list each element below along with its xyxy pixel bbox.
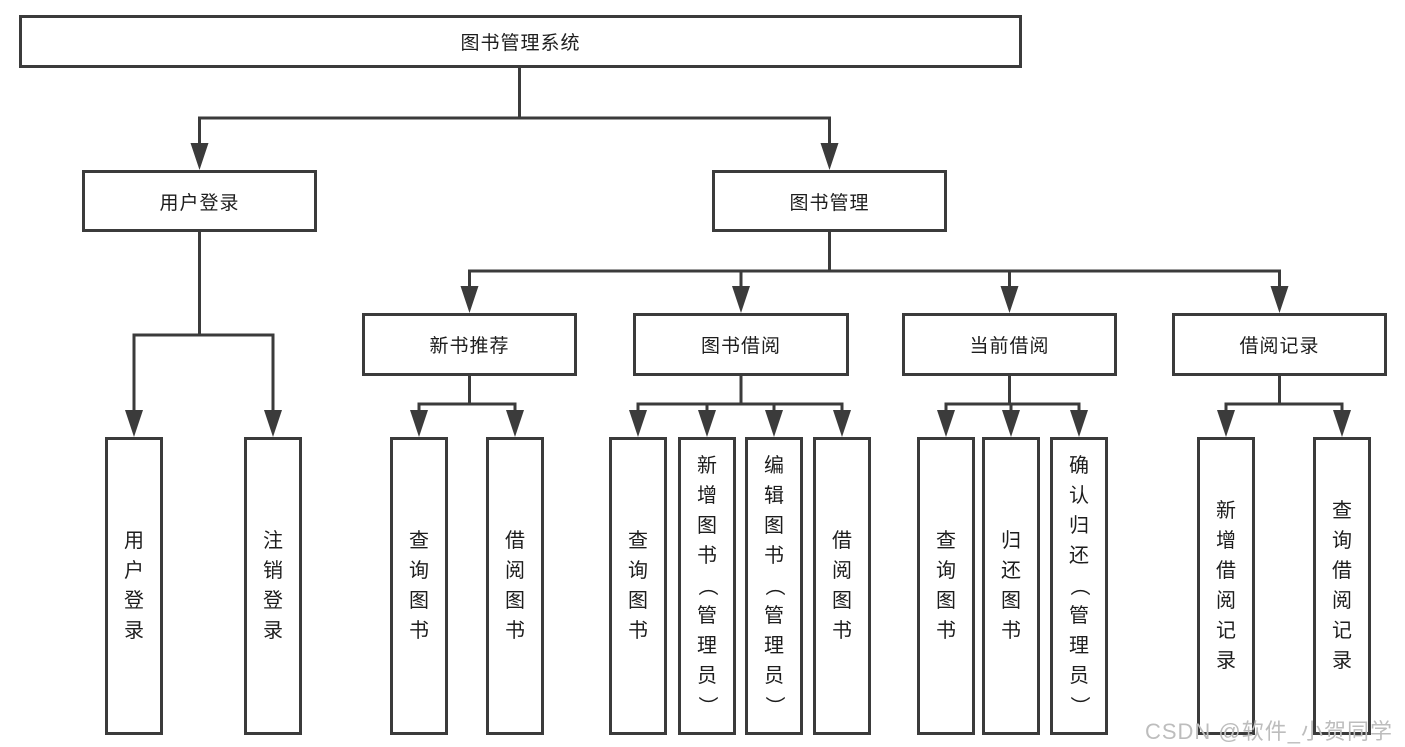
leaf-return-books: 归还图书 xyxy=(982,437,1040,735)
node-current-borrowing: 当前借阅 xyxy=(902,313,1117,376)
csdn-watermark: CSDN @软件_小贺同学 xyxy=(1144,719,1393,744)
leaf-add-books-admin: 新增图书（管理员） xyxy=(678,437,736,735)
node-new-book-recommendation: 新书推荐 xyxy=(362,313,577,376)
leaf-user-login: 用户登录 xyxy=(105,437,163,735)
leaf-query-books-current: 查询图书 xyxy=(917,437,975,735)
leaf-confirm-return-admin: 确认归还（管理员） xyxy=(1050,437,1108,735)
leaf-query-books-borrowing: 查询图书 xyxy=(609,437,667,735)
leaf-add-borrow-record: 新增借阅记录 xyxy=(1197,437,1255,735)
leaf-logout: 注销登录 xyxy=(244,437,302,735)
leaf-edit-books-admin: 编辑图书（管理员） xyxy=(745,437,803,735)
node-book-management: 图书管理 xyxy=(712,170,947,232)
leaf-borrow-books-borrowing: 借阅图书 xyxy=(813,437,871,735)
node-library-management-system: 图书管理系统 xyxy=(19,15,1022,68)
node-book-borrowing: 图书借阅 xyxy=(633,313,849,376)
leaf-query-borrow-record: 查询借阅记录 xyxy=(1313,437,1371,735)
node-borrowing-records: 借阅记录 xyxy=(1172,313,1387,376)
leaf-query-books-recommendation: 查询图书 xyxy=(390,437,448,735)
leaf-borrow-books-recommendation: 借阅图书 xyxy=(486,437,544,735)
node-user-login: 用户登录 xyxy=(82,170,317,232)
